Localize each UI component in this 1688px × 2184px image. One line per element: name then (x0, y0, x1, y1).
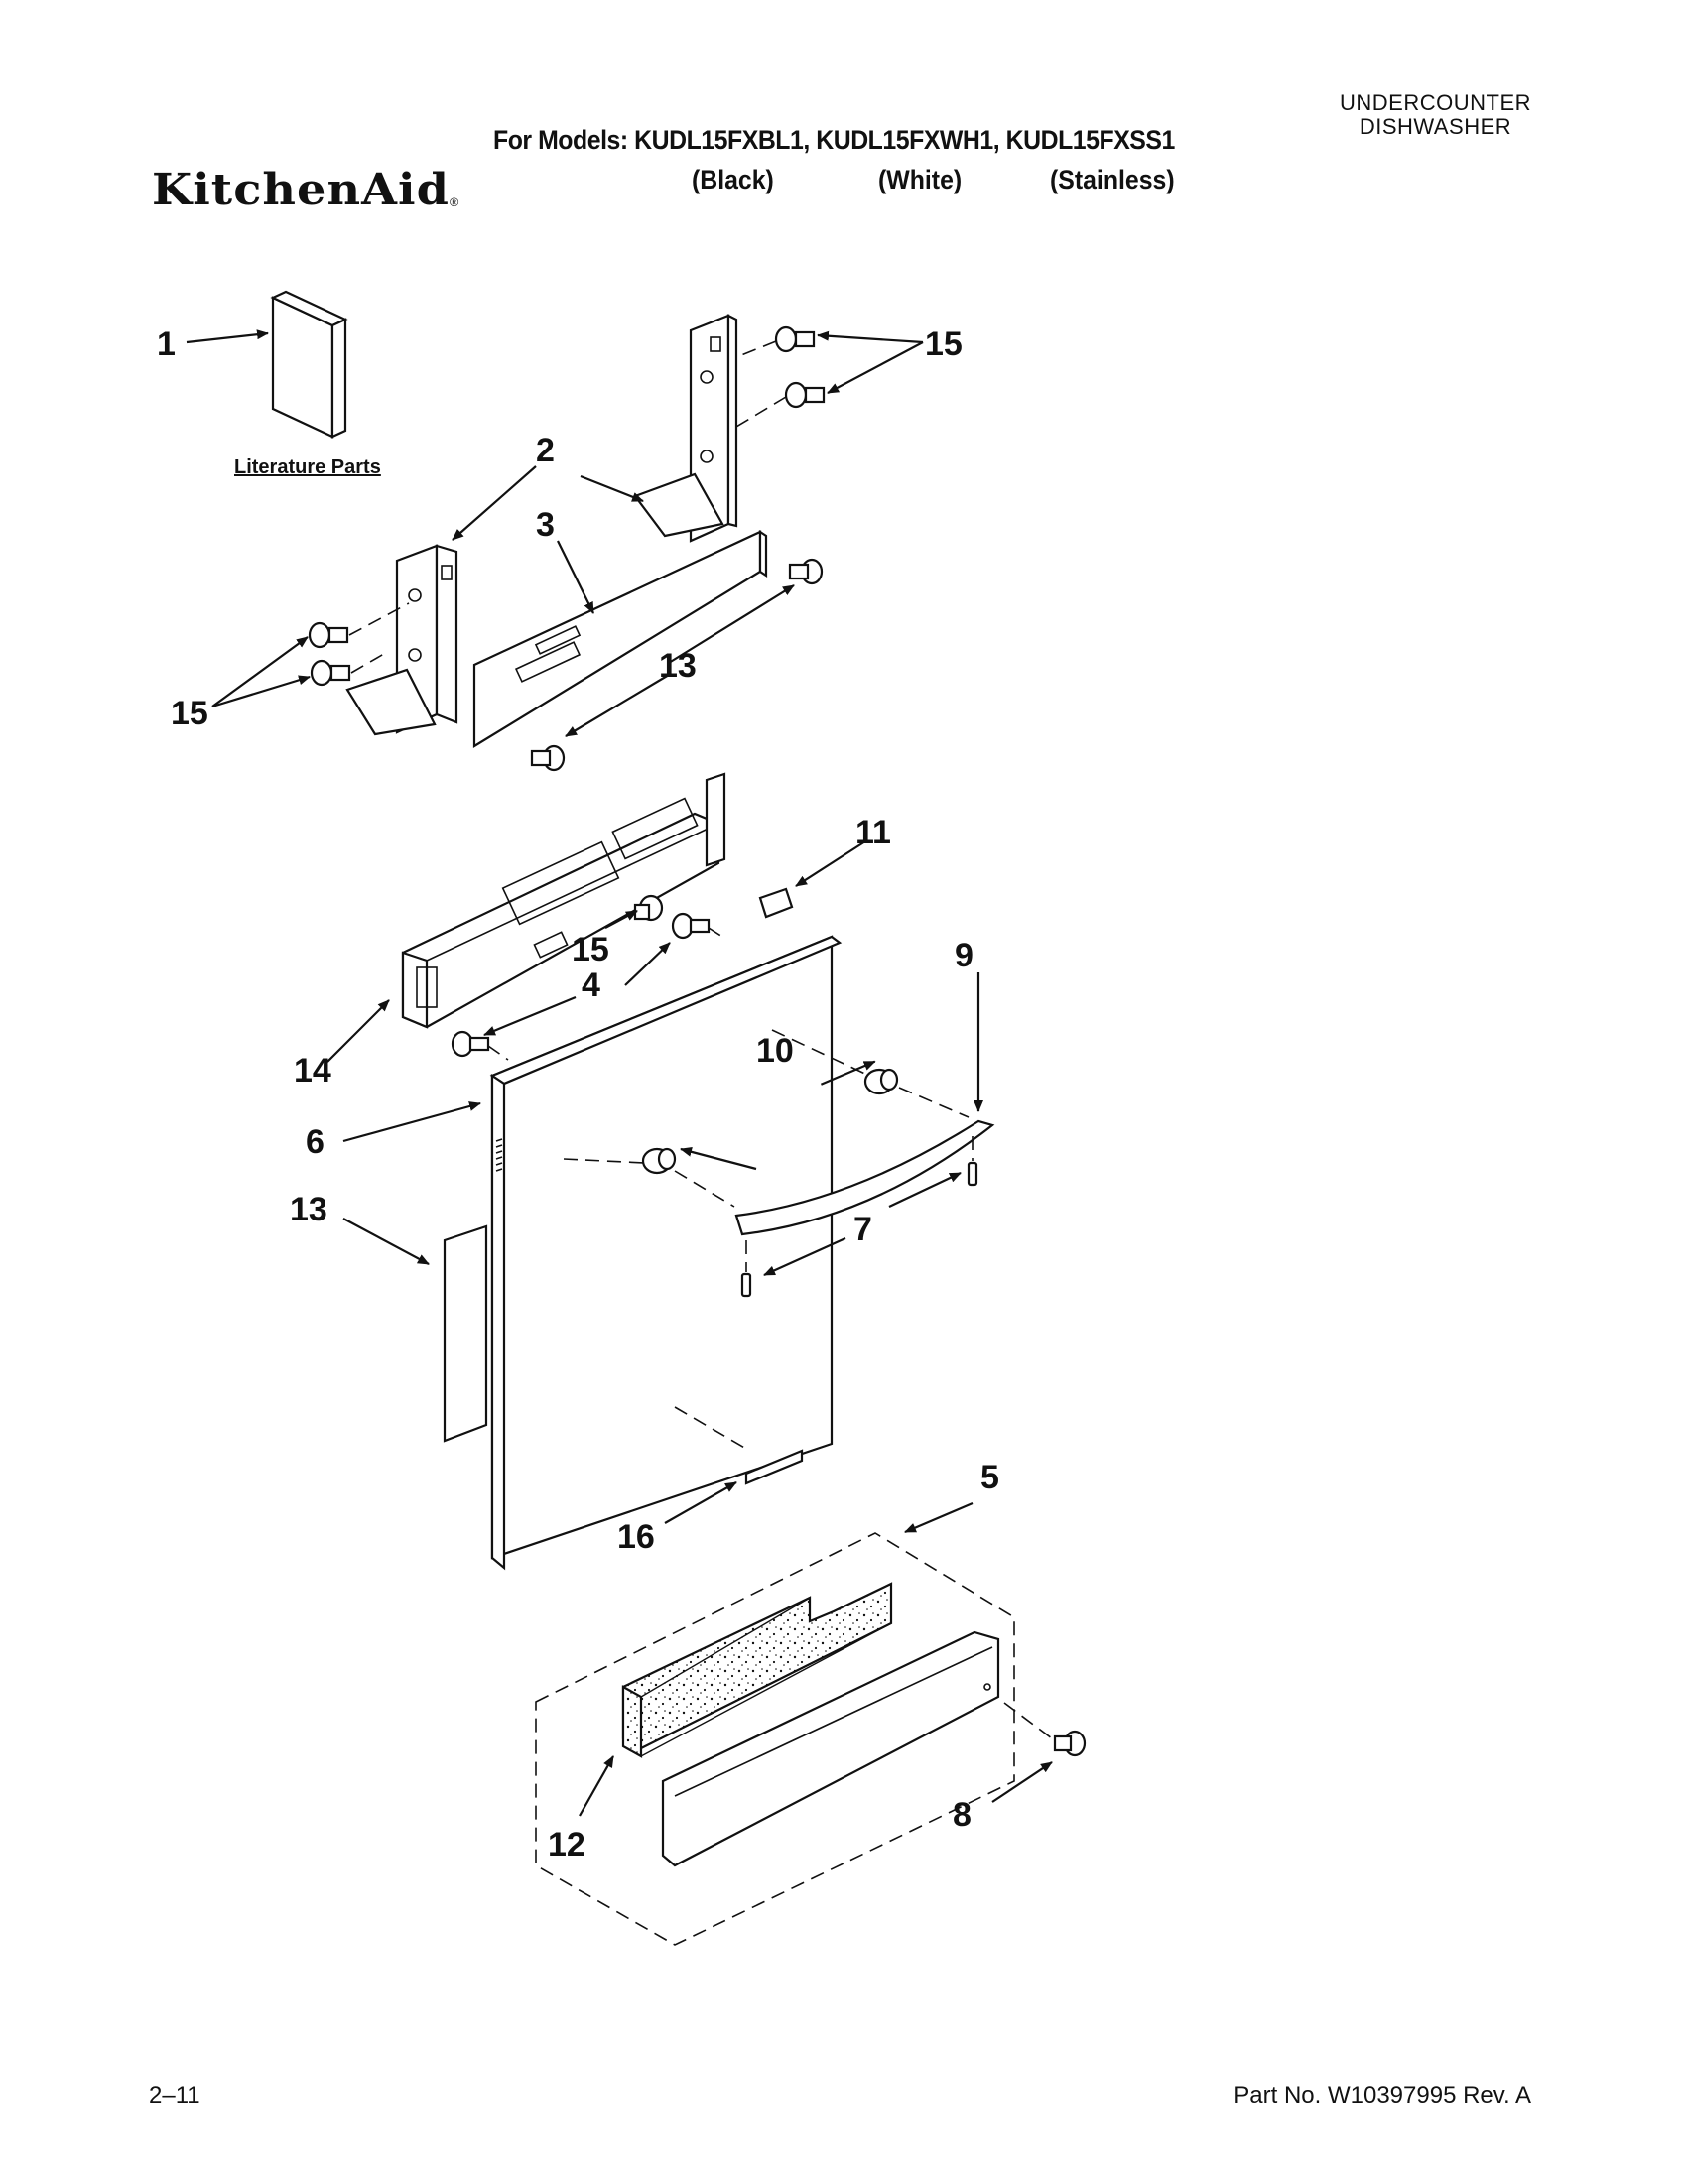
brand-logo: KitchenAid® (152, 165, 459, 215)
door-handle (734, 1119, 995, 1236)
callout-15-top: 15 (925, 325, 963, 363)
literature-parts-booklet (270, 290, 348, 439)
callout-11: 11 (855, 814, 891, 851)
literature-parts-label: Literature Parts (234, 456, 381, 478)
callout-10: 10 (756, 1032, 794, 1070)
door-vent-slots (495, 1138, 503, 1172)
screw-panel-top (788, 558, 824, 585)
category-line-2: DISHWASHER (1359, 114, 1512, 139)
brand-name: KitchenAid (152, 165, 450, 215)
color-stainless: (Stainless) (1050, 165, 1175, 194)
handle-end-cap-right (863, 1068, 899, 1095)
screw-left-bottom (310, 659, 351, 687)
product-category: UNDERCOUNTER DISHWASHER (1340, 91, 1531, 139)
callout-14: 14 (294, 1052, 331, 1090)
set-screw-right (967, 1161, 978, 1187)
door-insulation-sheet (443, 1224, 488, 1443)
part-number: Part No. W10397995 Rev. A (1234, 2082, 1531, 2109)
callout-3: 3 (536, 506, 555, 544)
callout-12: 12 (548, 1826, 585, 1863)
callout-15-control: 15 (572, 931, 609, 968)
callout-9: 9 (955, 937, 974, 974)
callout-13-door: 13 (290, 1191, 327, 1228)
color-white: (White) (878, 165, 963, 194)
callout-5: 5 (980, 1459, 999, 1496)
left-mounting-bracket (345, 544, 458, 736)
screw-door-left (451, 1030, 490, 1058)
toe-kick-panel (661, 1630, 1000, 1867)
color-black: (Black) (692, 165, 774, 194)
callout-2: 2 (536, 432, 555, 469)
toe-kick-group-outline (535, 1532, 1015, 1946)
brand-badge (744, 1449, 804, 1485)
page-number: 2–11 (149, 2082, 200, 2109)
outer-door-panel (489, 935, 843, 1571)
right-mounting-bracket (633, 314, 738, 543)
callout-8: 8 (953, 1796, 972, 1834)
screw-door-top (671, 912, 711, 940)
callout-1: 1 (157, 325, 176, 363)
category-line-1: UNDERCOUNTER (1340, 90, 1531, 115)
callout-6: 6 (306, 1123, 325, 1161)
screw-left-top (308, 621, 349, 649)
callout-13-panel: 13 (659, 647, 697, 685)
set-screw-left (740, 1272, 752, 1298)
control-panel-assembly (401, 772, 726, 1029)
handle-end-cap-left (641, 1147, 677, 1175)
callout-7: 7 (853, 1211, 872, 1248)
screw-right-top (774, 325, 816, 353)
toe-kick-foam (621, 1582, 893, 1758)
callout-leaders (186, 329, 1053, 1817)
screw-right-bottom (784, 381, 826, 409)
brand-mark: ® (449, 195, 460, 209)
door-clip (758, 887, 794, 919)
toe-kick-screw (1053, 1730, 1087, 1757)
callout-16: 16 (617, 1518, 655, 1556)
callout-15-left: 15 (171, 695, 208, 732)
models-line: For Models: KUDL15FXBL1, KUDL15FXWH1, KU… (493, 125, 1175, 155)
access-panel (472, 529, 768, 748)
callout-4: 4 (582, 966, 600, 1004)
screw-panel-bottom (530, 744, 566, 772)
